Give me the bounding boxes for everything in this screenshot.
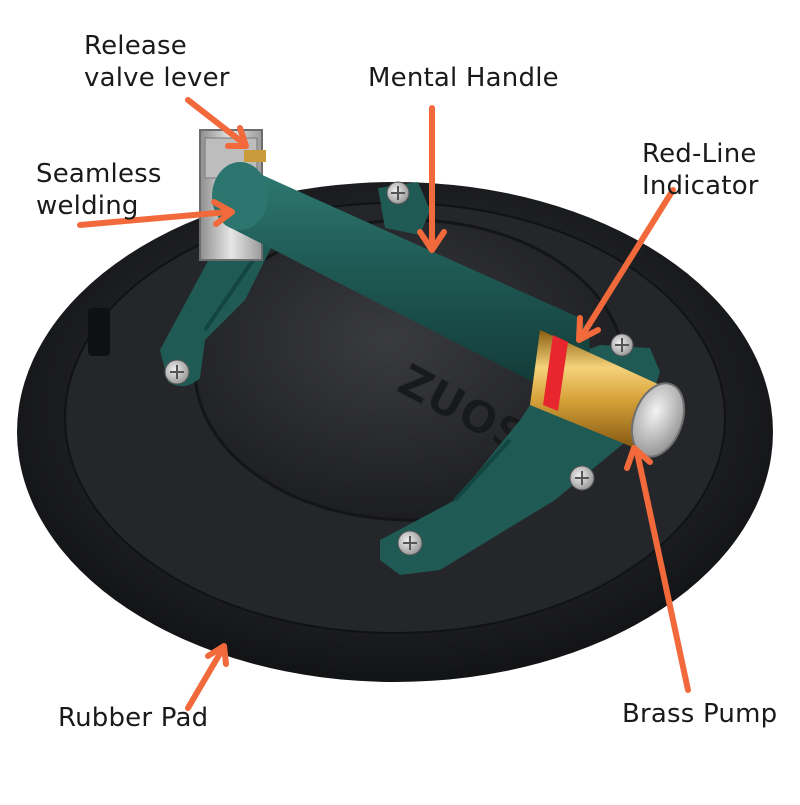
rubber-pad-label-text: Rubber Pad [58,703,209,733]
arrow-brass-pump [624,445,691,693]
red-line-indicator [543,335,568,411]
screw-icon [386,181,410,205]
release-valve-lever [244,150,266,162]
release-valve-label-line1: Release [84,31,187,61]
seamless-welding-label-line1: Seamless [36,159,162,189]
release-valve-label: Release valve lever [84,30,230,94]
screw-icon [397,530,423,556]
red-line-indicator-label: Red-Line Indicator [642,138,759,202]
red-line-label-line2: Indicator [642,171,759,201]
seamless-welding-label: Seamless welding [36,158,162,222]
screw-icon [610,333,634,357]
arrow-seamless-welding [77,199,235,228]
seamless-welding-label-line2: welding [36,191,139,221]
metal-handle [220,165,590,388]
red-line-label-line1: Red-Line [642,139,757,169]
arrow-metal-handle [417,105,447,253]
brass-pump-label-text: Brass Pump [622,699,778,729]
arrow-release-valve [185,97,249,149]
arrow-rubber-pad [185,643,229,711]
metal-handle-label: Mental Handle [368,62,559,94]
pad-side-tab [88,308,110,356]
ce-mark: CE [343,421,367,443]
rubber-pad-label: Rubber Pad [58,702,208,734]
metal-handle-label-text: Mental Handle [368,63,559,93]
screw-icon [569,465,595,491]
arrow-red-line [576,187,676,343]
release-valve-label-line2: valve lever [84,63,230,93]
screw-icon [164,359,190,385]
brass-pump-label: Brass Pump [622,698,777,730]
